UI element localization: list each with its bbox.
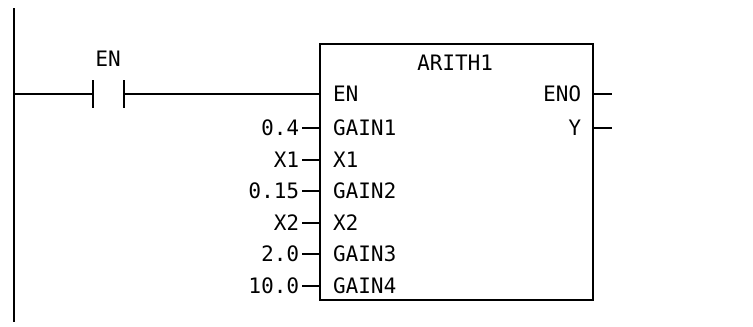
pin-label-x2: X2 bbox=[333, 211, 358, 235]
function-block bbox=[319, 43, 594, 301]
pin-label-x1: X1 bbox=[333, 148, 358, 172]
pin-label-gain4: GAIN4 bbox=[333, 274, 396, 298]
block-title: ARITH1 bbox=[417, 51, 493, 75]
contact-label: EN bbox=[95, 47, 120, 71]
pin-label-y: Y bbox=[568, 116, 581, 140]
input-value-x2: X2 bbox=[274, 211, 299, 235]
input-value-gain2: 0.15 bbox=[248, 179, 299, 203]
pin-label-gain1: GAIN1 bbox=[333, 116, 396, 140]
pin-label-gain3: GAIN3 bbox=[333, 242, 396, 266]
input-value-gain3: 2.0 bbox=[261, 242, 299, 266]
input-value-x1: X1 bbox=[274, 148, 299, 172]
input-value-gain4: 10.0 bbox=[248, 274, 299, 298]
pin-label-en: EN bbox=[333, 82, 358, 106]
pin-label-eno: ENO bbox=[543, 82, 581, 106]
pin-label-gain2: GAIN2 bbox=[333, 179, 396, 203]
input-value-gain1: 0.4 bbox=[261, 116, 299, 140]
